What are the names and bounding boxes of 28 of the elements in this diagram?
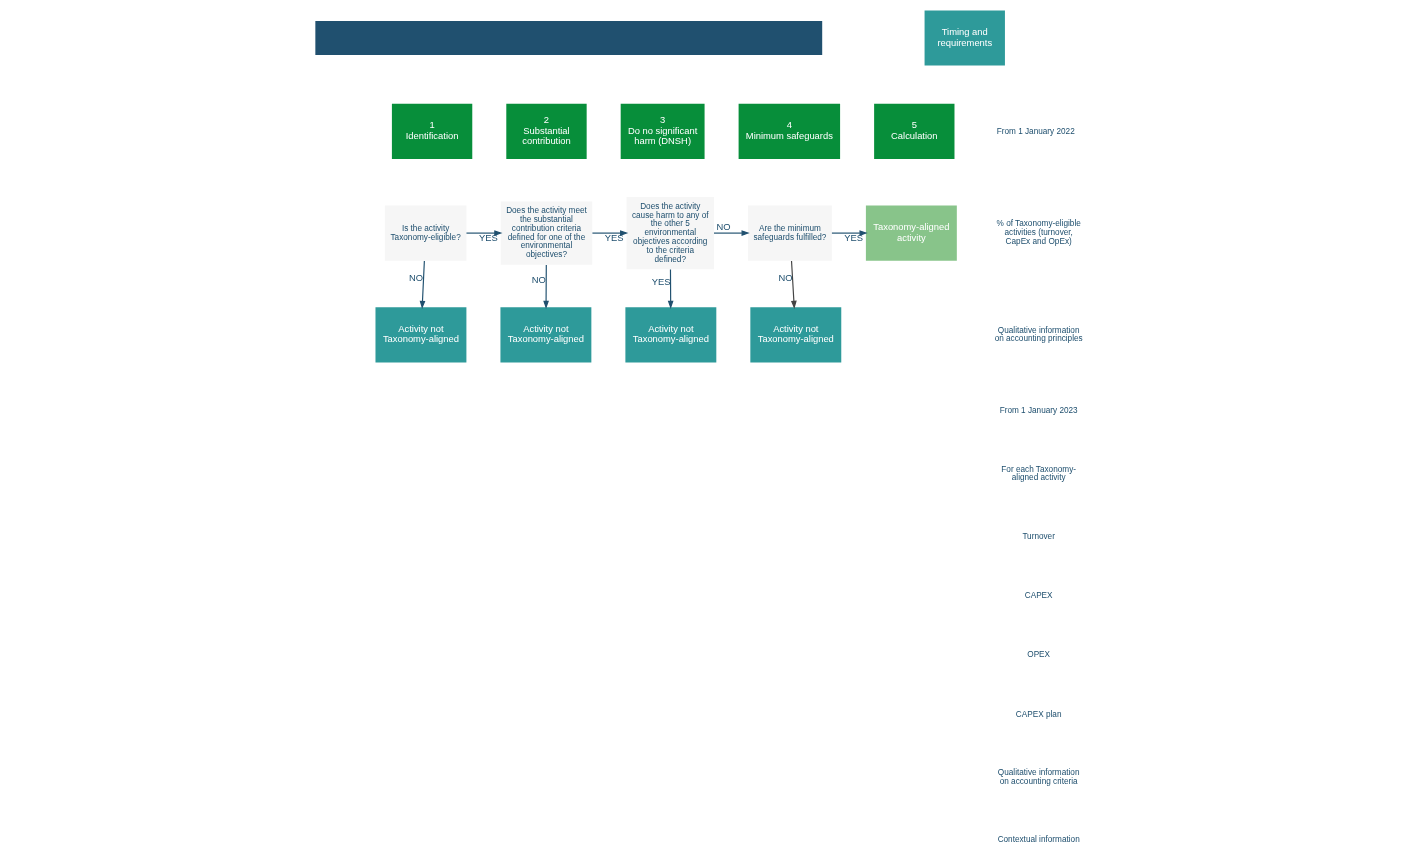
- node-box: Activity not Taxonomy-aligned: [500, 307, 592, 363]
- node-box: 5 Calculation: [874, 103, 955, 159]
- edge-label: NO: [716, 222, 731, 233]
- arrow: [465, 230, 503, 236]
- arrow: [790, 260, 797, 309]
- edge-label: YES: [604, 232, 624, 243]
- edge-label: NO: [778, 273, 793, 284]
- node-box: Activity not Taxonomy-aligned: [625, 307, 717, 363]
- edge-label: YES: [479, 232, 498, 243]
- node-box: 4 Minimum safeguards: [738, 103, 841, 159]
- arrow: [419, 260, 426, 309]
- edge-label: NO: [531, 274, 546, 285]
- node-box: Activity not Taxonomy-aligned: [375, 307, 467, 363]
- node-box: 2 Substantial contribution: [506, 103, 587, 159]
- node-box: Taxonomy-aligned activity: [865, 205, 957, 261]
- edge-label: NO: [408, 273, 423, 284]
- node-box: Timing and requirements: [924, 10, 1005, 66]
- arrow: [831, 230, 868, 236]
- node-bar: [315, 21, 823, 56]
- node-box: Activity not Taxonomy-aligned: [750, 307, 842, 363]
- edge-label: YES: [651, 277, 671, 288]
- arrow: [543, 264, 549, 310]
- node-box: 3 Do no significant harm (DNSH): [620, 103, 705, 159]
- arrow: [667, 268, 674, 309]
- arrow: [591, 230, 629, 236]
- arrow: [713, 230, 750, 236]
- node-box: 1 Identification: [391, 103, 473, 159]
- edge-label: YES: [844, 232, 863, 243]
